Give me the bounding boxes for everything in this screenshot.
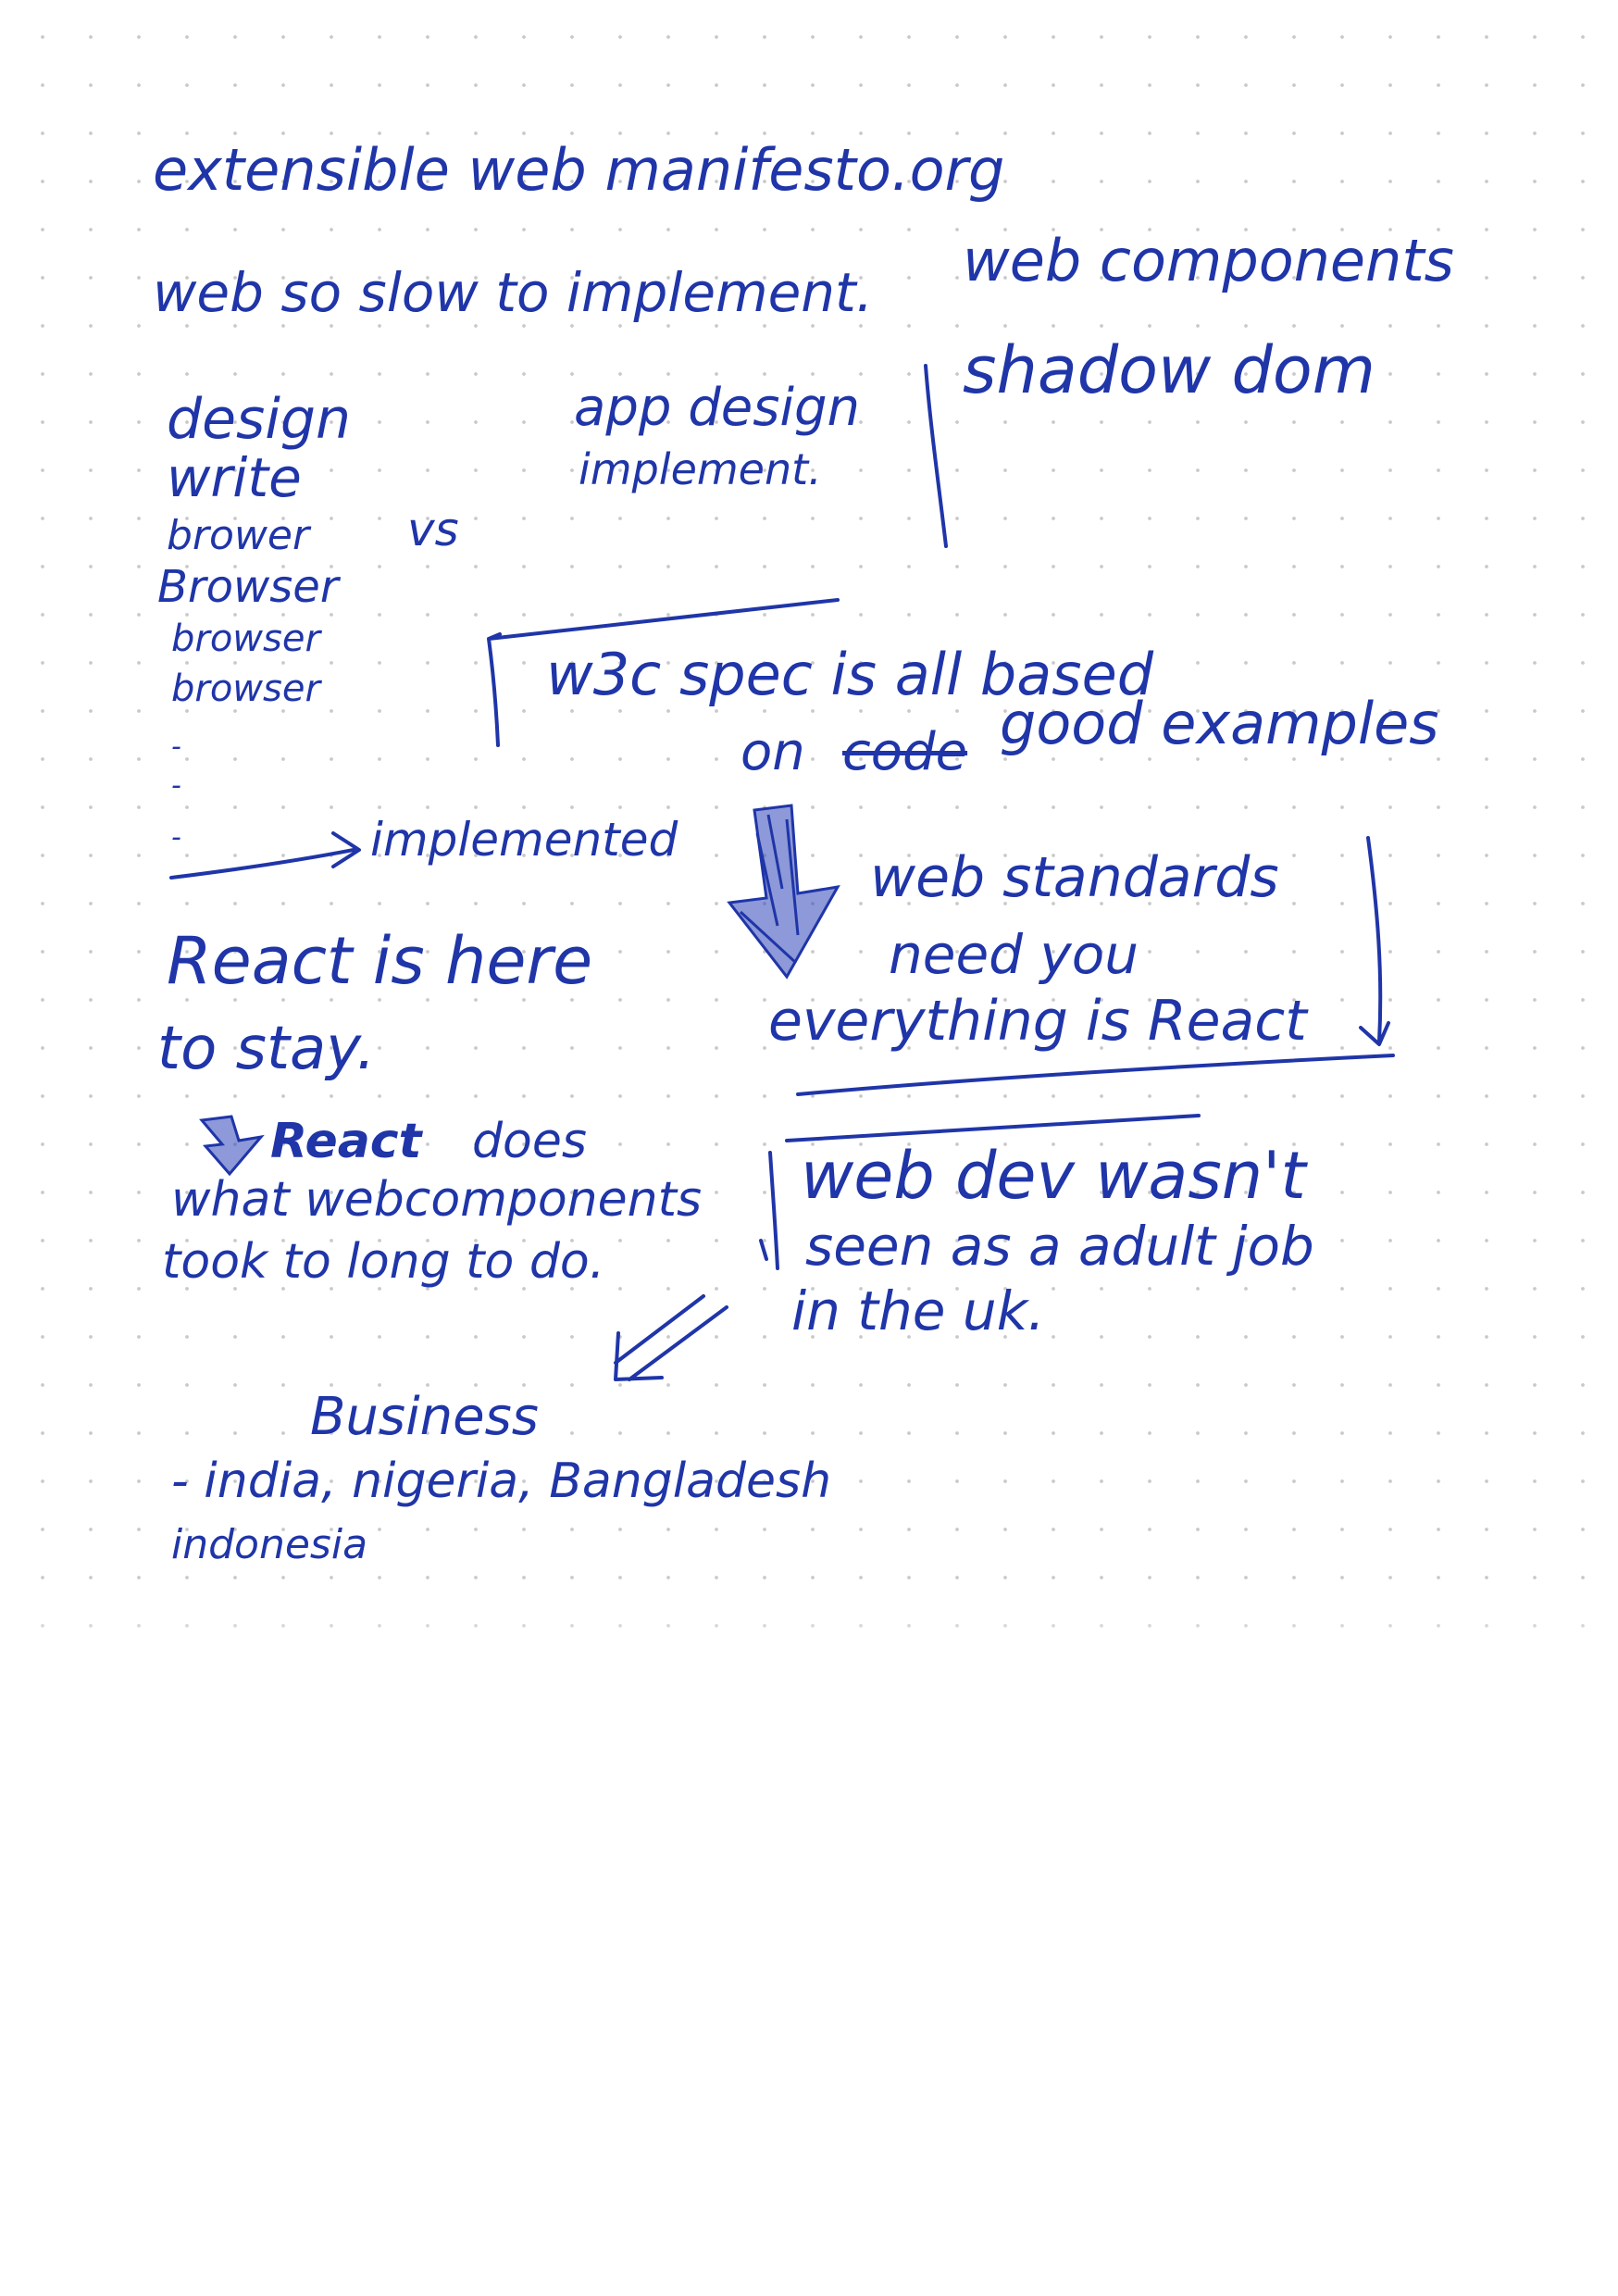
- arrow-to-business: [614, 1294, 728, 1381]
- list-item-dash-2: -: [171, 769, 181, 802]
- arrow-implemented: [169, 831, 361, 880]
- bracket-w3c: [487, 598, 840, 747]
- note-everything-is-react: everything is React: [768, 989, 1307, 1054]
- note-web-dev-wasnt: web dev wasn't: [801, 1138, 1306, 1214]
- note-w3c-good-examples: good examples: [1000, 690, 1439, 757]
- list-item-browser-1: Browser: [157, 561, 339, 613]
- note-web-slow-to-implement: web so slow to implement.: [153, 261, 874, 324]
- note-w3c-on: on: [741, 722, 805, 782]
- note-app-design: app design: [574, 378, 860, 438]
- small-hatched-arrow-icon: [199, 1115, 265, 1177]
- note-countries: - india, nigeria, Bangladesh: [171, 1454, 832, 1509]
- note-seen-as-adult-job: seen as a adult job: [805, 1215, 1314, 1278]
- note-web-components: web components: [963, 227, 1454, 294]
- note-implemented: implemented: [370, 813, 678, 867]
- note-what-webcomponents: what webcomponents: [171, 1172, 703, 1228]
- note-shadow-dom: shadow dom: [963, 332, 1375, 408]
- note-react-is-here: React is here: [167, 923, 593, 999]
- list-item-design: design: [167, 387, 352, 452]
- note-extensible-web-manifesto: extensible web manifesto.org: [153, 136, 1005, 204]
- list-item-write: write: [167, 446, 302, 509]
- list-item-browser-2: browser: [171, 618, 320, 660]
- note-took-to-long: took to long to do.: [162, 1234, 605, 1290]
- list-item-dash-3: -: [171, 821, 181, 854]
- note-in-the-uk: in the uk.: [791, 1279, 1045, 1342]
- note-vs: vs: [407, 503, 459, 556]
- underline-standards: [796, 1054, 1395, 1096]
- bracket-webdev: [759, 1114, 1201, 1270]
- blank-lower-page: [0, 1611, 1618, 2296]
- note-indonesia: indonesia: [171, 1521, 368, 1568]
- list-item-brower: brower: [167, 512, 310, 559]
- note-does: does: [472, 1114, 587, 1169]
- big-hatched-arrow-icon: [727, 804, 840, 980]
- note-w3c-struck-word: code: [842, 722, 968, 782]
- note-implement: implement.: [579, 444, 822, 494]
- list-item-dash-1: -: [171, 730, 181, 763]
- bracket-standards: [1359, 836, 1390, 1046]
- note-need-you: need you: [889, 923, 1139, 986]
- note-react-bold: React: [270, 1114, 422, 1169]
- note-business: Business: [310, 1387, 539, 1447]
- note-w3c-spec: w3c spec is all based: [546, 641, 1154, 708]
- note-to-stay: to stay.: [157, 1015, 376, 1083]
- note-web-standards: web standards: [870, 845, 1279, 910]
- divider-line-shadow-dom: [924, 364, 948, 548]
- list-item-browser-3: browser: [171, 668, 320, 710]
